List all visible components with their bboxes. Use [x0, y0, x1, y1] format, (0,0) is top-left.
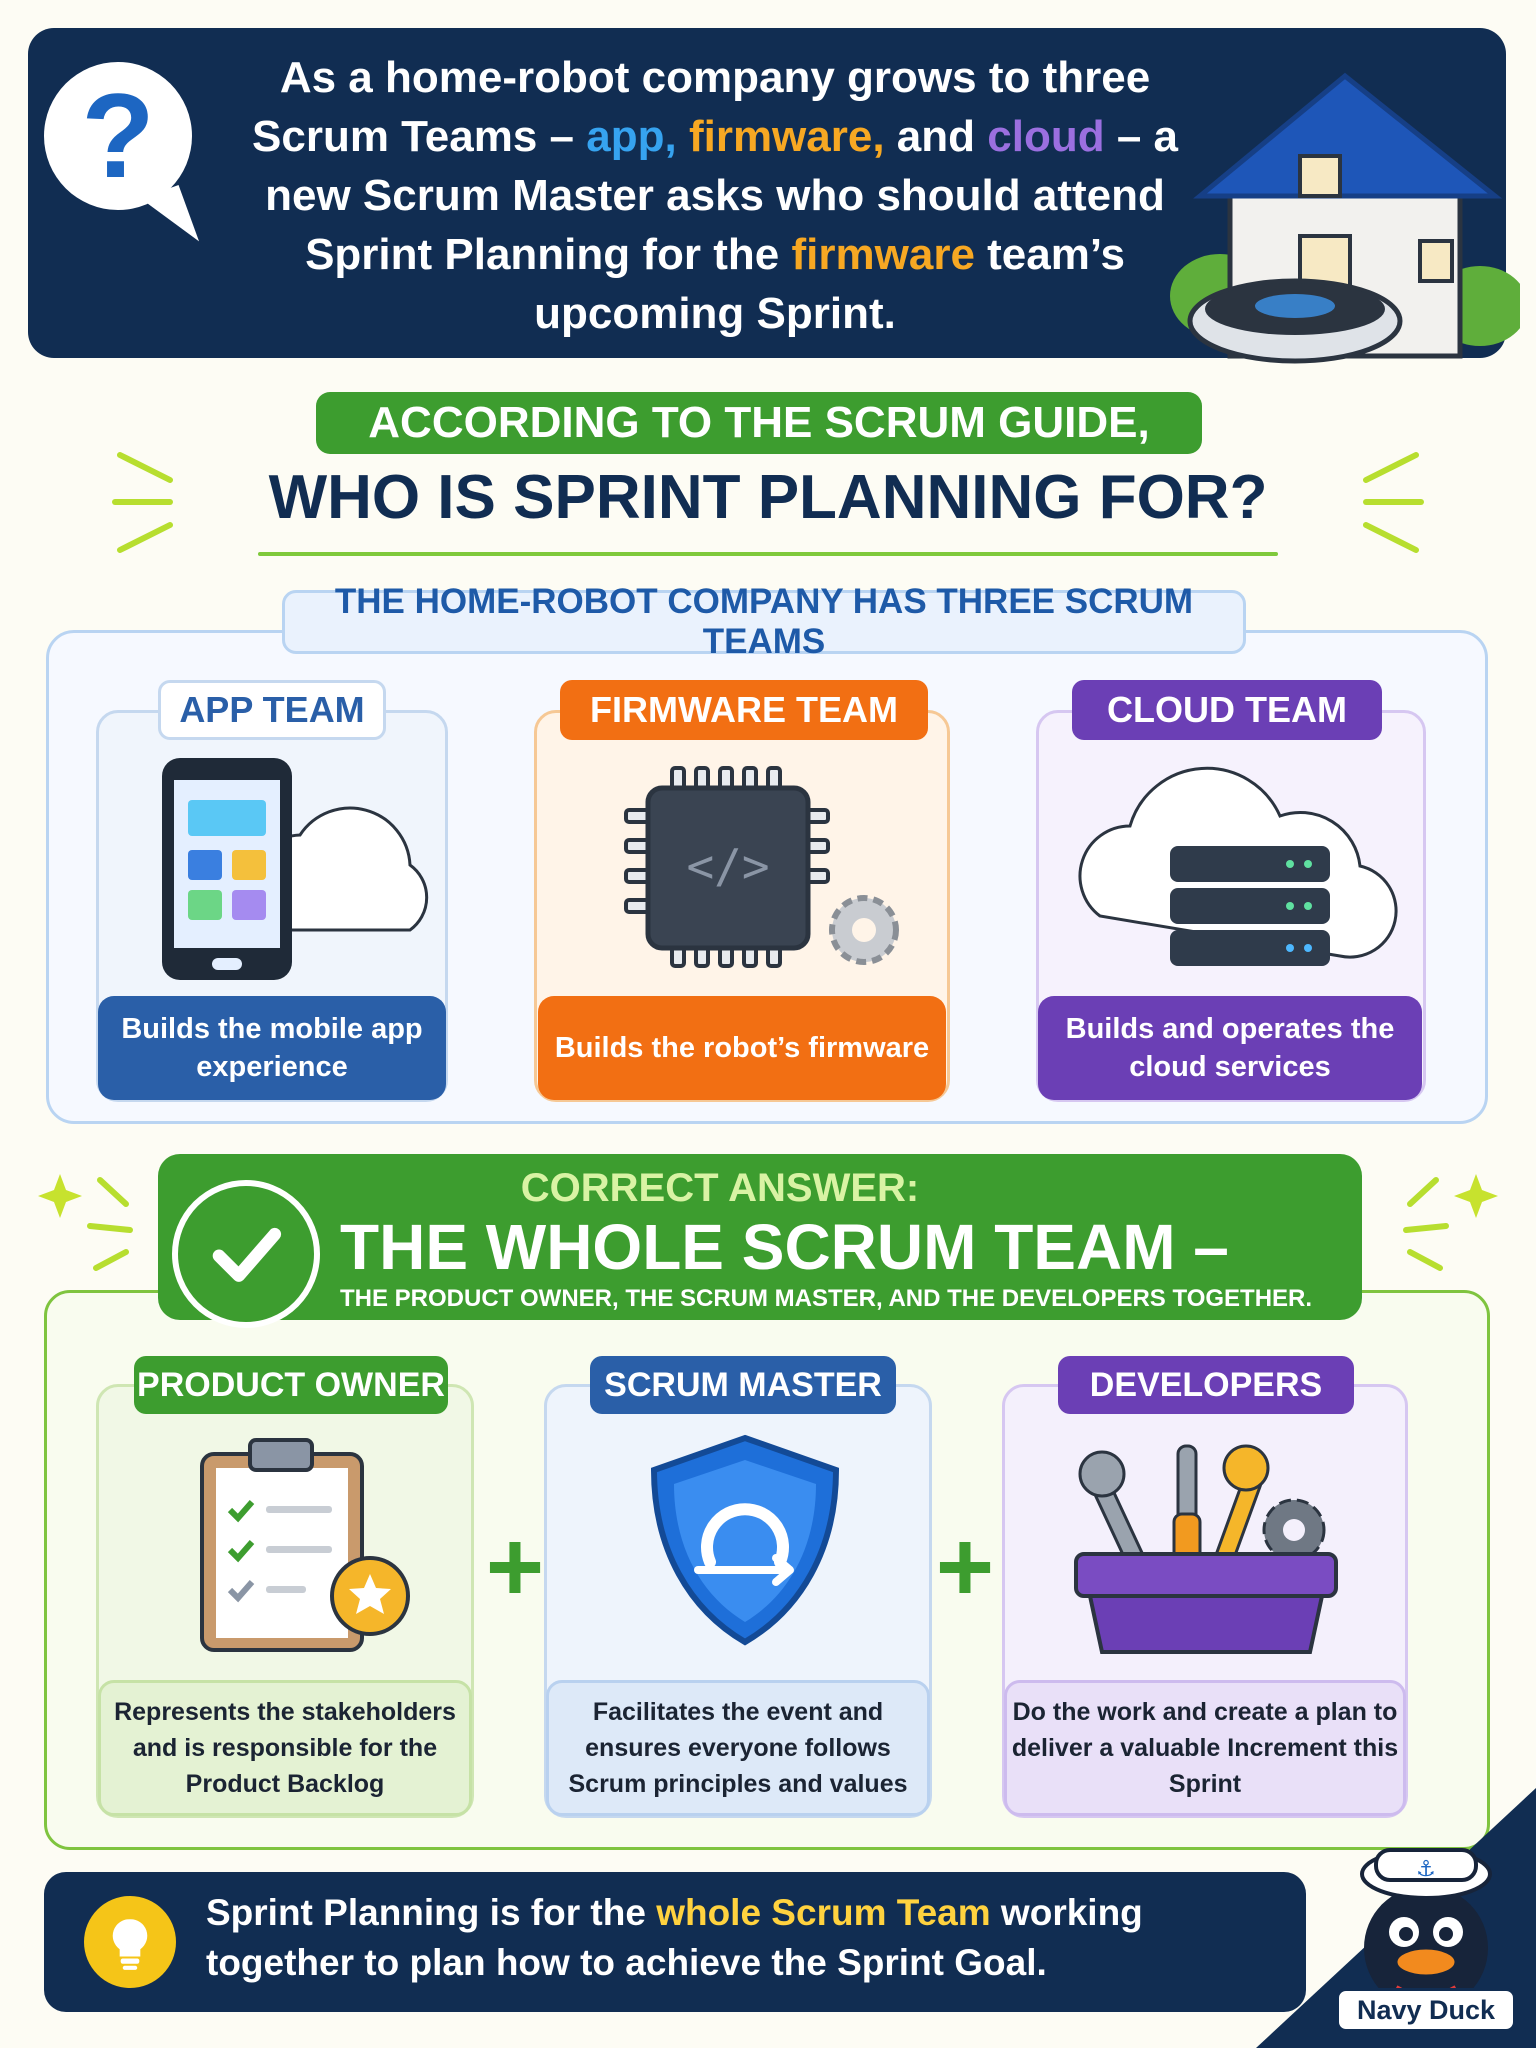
- main-question: WHO IS SPRINT PLANNING FOR?: [268, 463, 1268, 532]
- brand-label: Navy Duck: [1336, 1988, 1516, 2032]
- shield-cycle-icon: [650, 1434, 840, 1646]
- house-robot-icon: [1170, 72, 1520, 364]
- firmware-team-description: Builds the robot’s firmware: [538, 996, 946, 1100]
- correct-answer-subtitle: THE PRODUCT OWNER, THE SCRUM MASTER, AND…: [340, 1285, 1313, 1312]
- clipboard-star-icon: [200, 1438, 410, 1652]
- product-owner-label: PRODUCT OWNER: [134, 1356, 448, 1414]
- chip-gear-icon: </>: [624, 766, 899, 968]
- toolbox-icon: [1074, 1444, 1338, 1654]
- sparkle-answer-right-icon: [1403, 1174, 1498, 1271]
- lightbulb-icon: [84, 1896, 176, 1988]
- product-owner-description: Represents the stakeholders and is respo…: [98, 1680, 472, 1816]
- app-team-description: Builds the mobile app experience: [98, 996, 446, 1100]
- title-underline: [258, 552, 1278, 556]
- app-team-label: APP TEAM: [158, 680, 386, 740]
- summary-text: Sprint Planning is for the whole Scrum T…: [206, 1892, 1143, 1983]
- kicker-label: ACCORDING TO THE SCRUM GUIDE,: [316, 392, 1202, 454]
- svg-text:⚓: ⚓: [1416, 1857, 1436, 1882]
- teams-header: THE HOME-ROBOT COMPANY HAS THREE SCRUM T…: [282, 582, 1246, 661]
- scrum-master-label: SCRUM MASTER: [590, 1356, 896, 1414]
- cloud-team-description: Builds and operates the cloud services: [1038, 996, 1422, 1100]
- firmware-team-label: FIRMWARE TEAM: [560, 680, 928, 740]
- plus-icon: +: [485, 1511, 545, 1623]
- svg-text:</>: </>: [686, 839, 769, 893]
- summary-bar: [44, 1872, 1306, 2012]
- server-cloud-icon: [1078, 766, 1398, 966]
- sparkle-right-icon: [1363, 452, 1424, 553]
- question-icon: ?: [44, 62, 192, 210]
- sparkle-answer-left-icon: [38, 1174, 133, 1271]
- checkmark-icon: [172, 1180, 320, 1328]
- developers-label: DEVELOPERS: [1058, 1356, 1354, 1414]
- plus-icon: +: [935, 1511, 995, 1623]
- sparkle-left-icon: [112, 452, 173, 553]
- developers-description: Do the work and create a plan to deliver…: [1004, 1680, 1406, 1816]
- navy-duck-mascot-icon: ⚓: [1360, 1848, 1492, 2010]
- correct-answer-title: THE WHOLE SCRUM TEAM –: [340, 1211, 1229, 1283]
- answer-banner: [158, 1154, 1362, 1320]
- cloud-team-label: CLOUD TEAM: [1072, 680, 1382, 740]
- correct-answer-label: CORRECT ANSWER:: [520, 1166, 920, 1210]
- scrum-master-description: Facilitates the event and ensures everyo…: [546, 1680, 930, 1816]
- scenario-question: As a home-robot company grows to three S…: [252, 53, 1178, 338]
- phone-cloud-icon: [162, 758, 429, 980]
